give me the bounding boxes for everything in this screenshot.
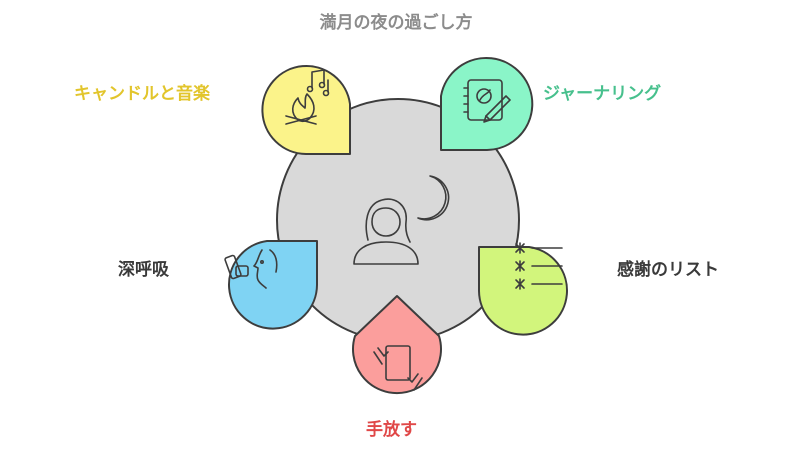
- label-deep-breath: 深呼吸: [118, 260, 169, 280]
- label-candle-music: キャンドルと音楽: [74, 84, 210, 104]
- journal-drop-shape: [440, 57, 534, 151]
- label-journaling: ジャーナリング: [543, 84, 662, 104]
- breath-drop-shape: [228, 240, 318, 330]
- hands-paper-icon: [373, 345, 423, 391]
- campfire-music-icon: [285, 69, 330, 125]
- release-drop-shape: [352, 295, 442, 395]
- candle-drop-shape: [261, 65, 351, 155]
- label-gratitude-list: 感謝のリスト: [617, 260, 719, 280]
- label-let-go: 手放す: [366, 420, 417, 440]
- notebook-pen-icon: [463, 79, 511, 123]
- gratitude-drop-shape: [478, 246, 568, 336]
- checklist-icon: [515, 242, 563, 290]
- woman-moon-icon: [353, 175, 450, 265]
- diagram-title: 満月の夜の過ごし方: [319, 13, 473, 33]
- inhaler-face-icon: [224, 249, 278, 289]
